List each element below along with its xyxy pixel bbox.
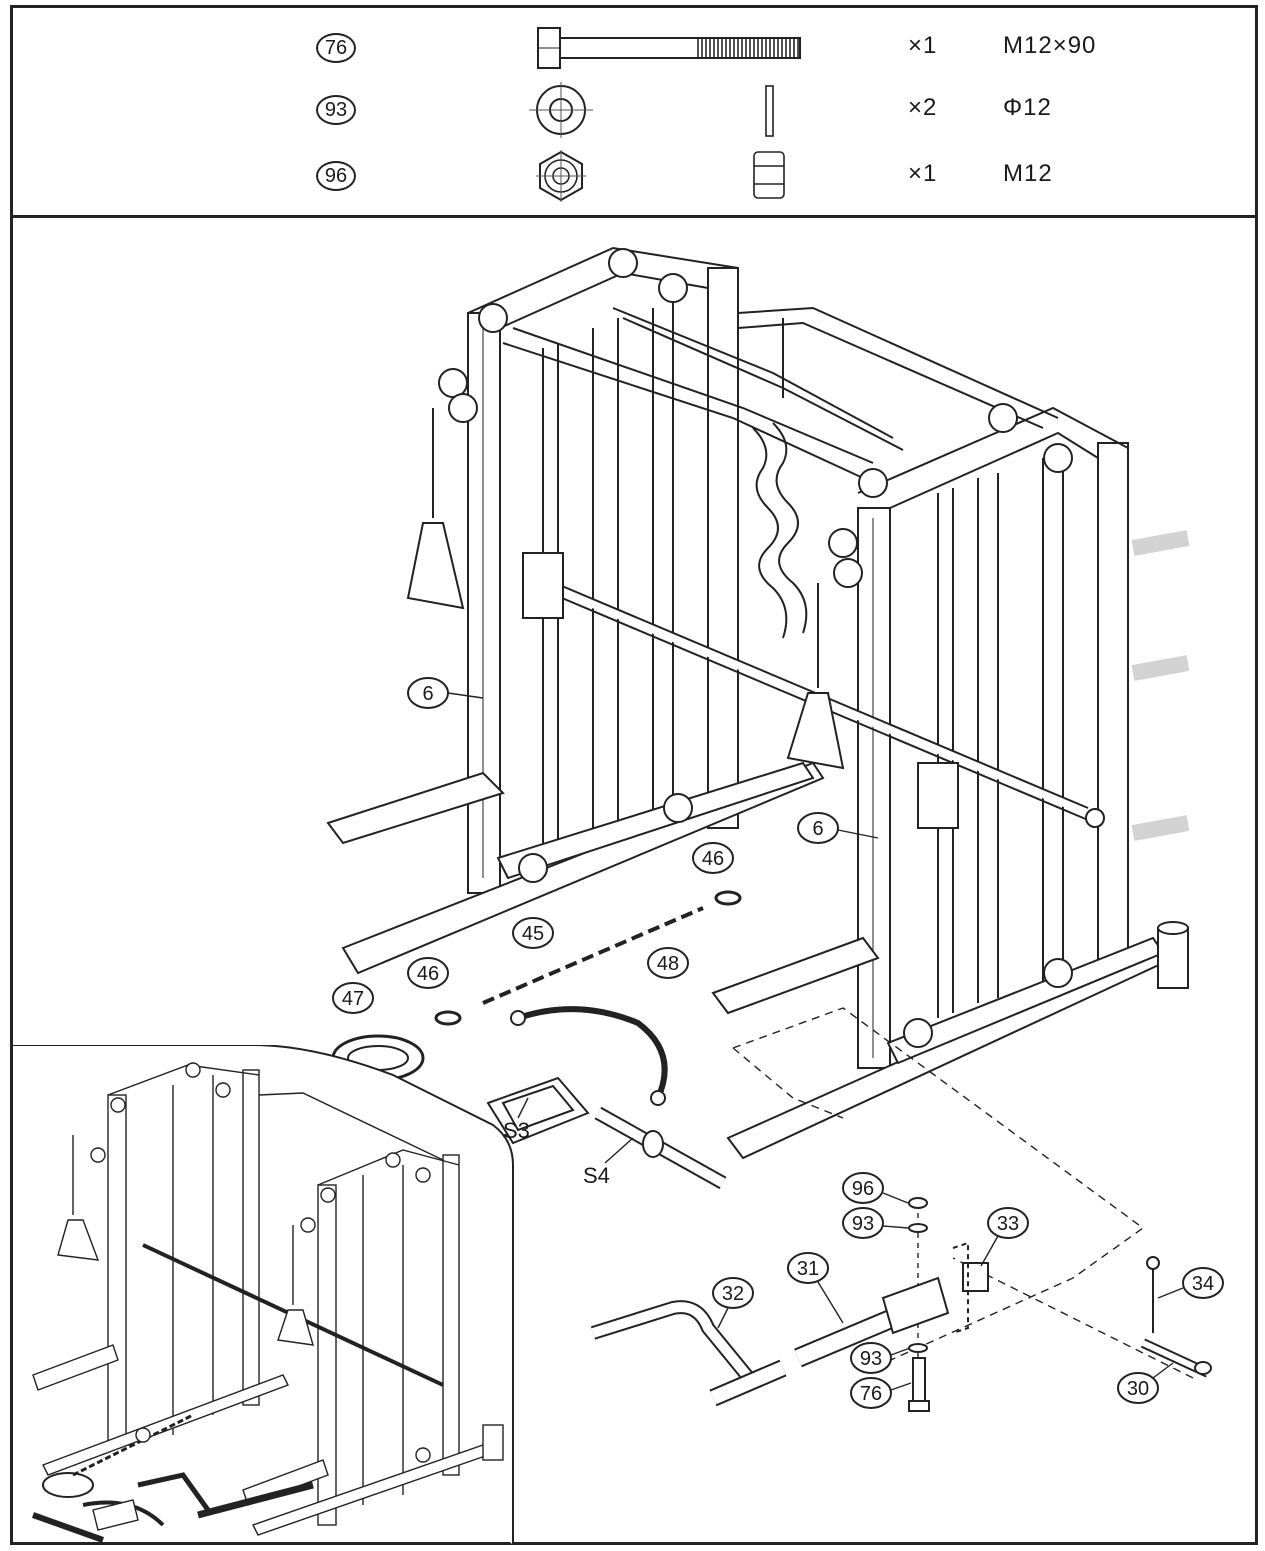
callout-46-bottom: 46 bbox=[407, 957, 449, 989]
bolt-icon bbox=[537, 27, 801, 69]
svg-text:47: 47 bbox=[342, 988, 364, 1010]
svg-text:S4: S4 bbox=[583, 1163, 610, 1188]
callout-93-bottom: 93 bbox=[850, 1342, 911, 1374]
part-callout-76: 76 bbox=[316, 33, 356, 63]
callout-96: 96 bbox=[842, 1172, 909, 1204]
hardware-row-93: 93 ×2 Φ12 bbox=[13, 80, 1255, 140]
callout-45: 45 bbox=[512, 917, 554, 949]
inset-overview bbox=[13, 1045, 514, 1545]
svg-text:33: 33 bbox=[997, 1213, 1019, 1235]
cable-handles bbox=[406, 408, 845, 770]
callout-31: 31 bbox=[787, 1252, 844, 1324]
callout-76: 76 bbox=[850, 1377, 912, 1409]
label-s3: S3 bbox=[503, 1097, 530, 1143]
pulleys bbox=[438, 248, 1073, 1048]
assembly-diagram: 6 6 46 45 46 47 48 96 93 33 31 32 34 93 … bbox=[326, 246, 1224, 1412]
callout-46-top: 46 bbox=[692, 842, 734, 874]
svg-text:96: 96 bbox=[852, 1178, 874, 1200]
svg-text:46: 46 bbox=[417, 963, 439, 985]
label-s4: S4 bbox=[583, 1137, 634, 1188]
hardware-row-96: 96 ×1 M12 bbox=[13, 146, 1255, 206]
part-spec-96: M12 bbox=[1003, 160, 1053, 187]
svg-text:76: 76 bbox=[860, 1383, 882, 1405]
part-spec-76: M12×90 bbox=[1003, 32, 1097, 59]
smith-bar bbox=[522, 552, 1105, 829]
left-frame bbox=[326, 246, 825, 975]
assembly-leader bbox=[732, 1007, 1194, 1393]
part-quantity-76: ×1 bbox=[908, 32, 938, 59]
svg-text:32: 32 bbox=[722, 1283, 744, 1305]
washer-icon bbox=[529, 82, 593, 138]
callout-47: 47 bbox=[332, 982, 374, 1014]
nut-side-icon bbox=[753, 151, 785, 199]
callout-34: 34 bbox=[1157, 1267, 1224, 1299]
hardware-parts-table: 76 bbox=[13, 8, 1255, 218]
svg-text:34: 34 bbox=[1192, 1273, 1214, 1295]
callout-30: 30 bbox=[1117, 1362, 1174, 1404]
part-callout-96: 96 bbox=[316, 161, 356, 191]
svg-text:48: 48 bbox=[657, 953, 679, 975]
callout-48: 48 bbox=[647, 947, 689, 979]
svg-text:45: 45 bbox=[522, 923, 544, 945]
callout-32: 32 bbox=[712, 1277, 754, 1329]
svg-text:93: 93 bbox=[852, 1213, 874, 1235]
svg-text:46: 46 bbox=[702, 848, 724, 870]
hardware-row-76: 76 bbox=[13, 18, 1255, 78]
part-quantity-96: ×1 bbox=[908, 160, 938, 187]
landmine-assembly bbox=[590, 1197, 1212, 1412]
instruction-frame: 76 bbox=[10, 5, 1258, 1545]
svg-text:6: 6 bbox=[422, 683, 433, 705]
rope-48 bbox=[510, 1006, 668, 1106]
part-quantity-93: ×2 bbox=[908, 94, 938, 121]
svg-text:93: 93 bbox=[860, 1348, 882, 1370]
part-spec-93: Φ12 bbox=[1003, 94, 1052, 121]
callout-6-right: 6 bbox=[797, 812, 879, 844]
callout-93-top: 93 bbox=[842, 1207, 909, 1239]
top-frame bbox=[502, 306, 1059, 639]
callouts: 6 6 46 45 46 47 48 96 93 33 31 32 34 93 … bbox=[332, 677, 1224, 1409]
handle-s3 bbox=[486, 1076, 590, 1145]
callout-33: 33 bbox=[980, 1207, 1029, 1267]
right-frame bbox=[711, 406, 1190, 1160]
chain-45 bbox=[434, 890, 742, 1026]
washer-side-icon bbox=[765, 85, 774, 137]
bar-s4 bbox=[594, 1106, 727, 1190]
svg-text:6: 6 bbox=[812, 818, 823, 840]
nut-icon bbox=[536, 150, 586, 202]
svg-text:30: 30 bbox=[1127, 1378, 1149, 1400]
svg-text:31: 31 bbox=[797, 1258, 819, 1280]
svg-text:S3: S3 bbox=[503, 1118, 530, 1143]
callout-6-left: 6 bbox=[407, 677, 484, 709]
part-callout-93: 93 bbox=[316, 95, 356, 125]
